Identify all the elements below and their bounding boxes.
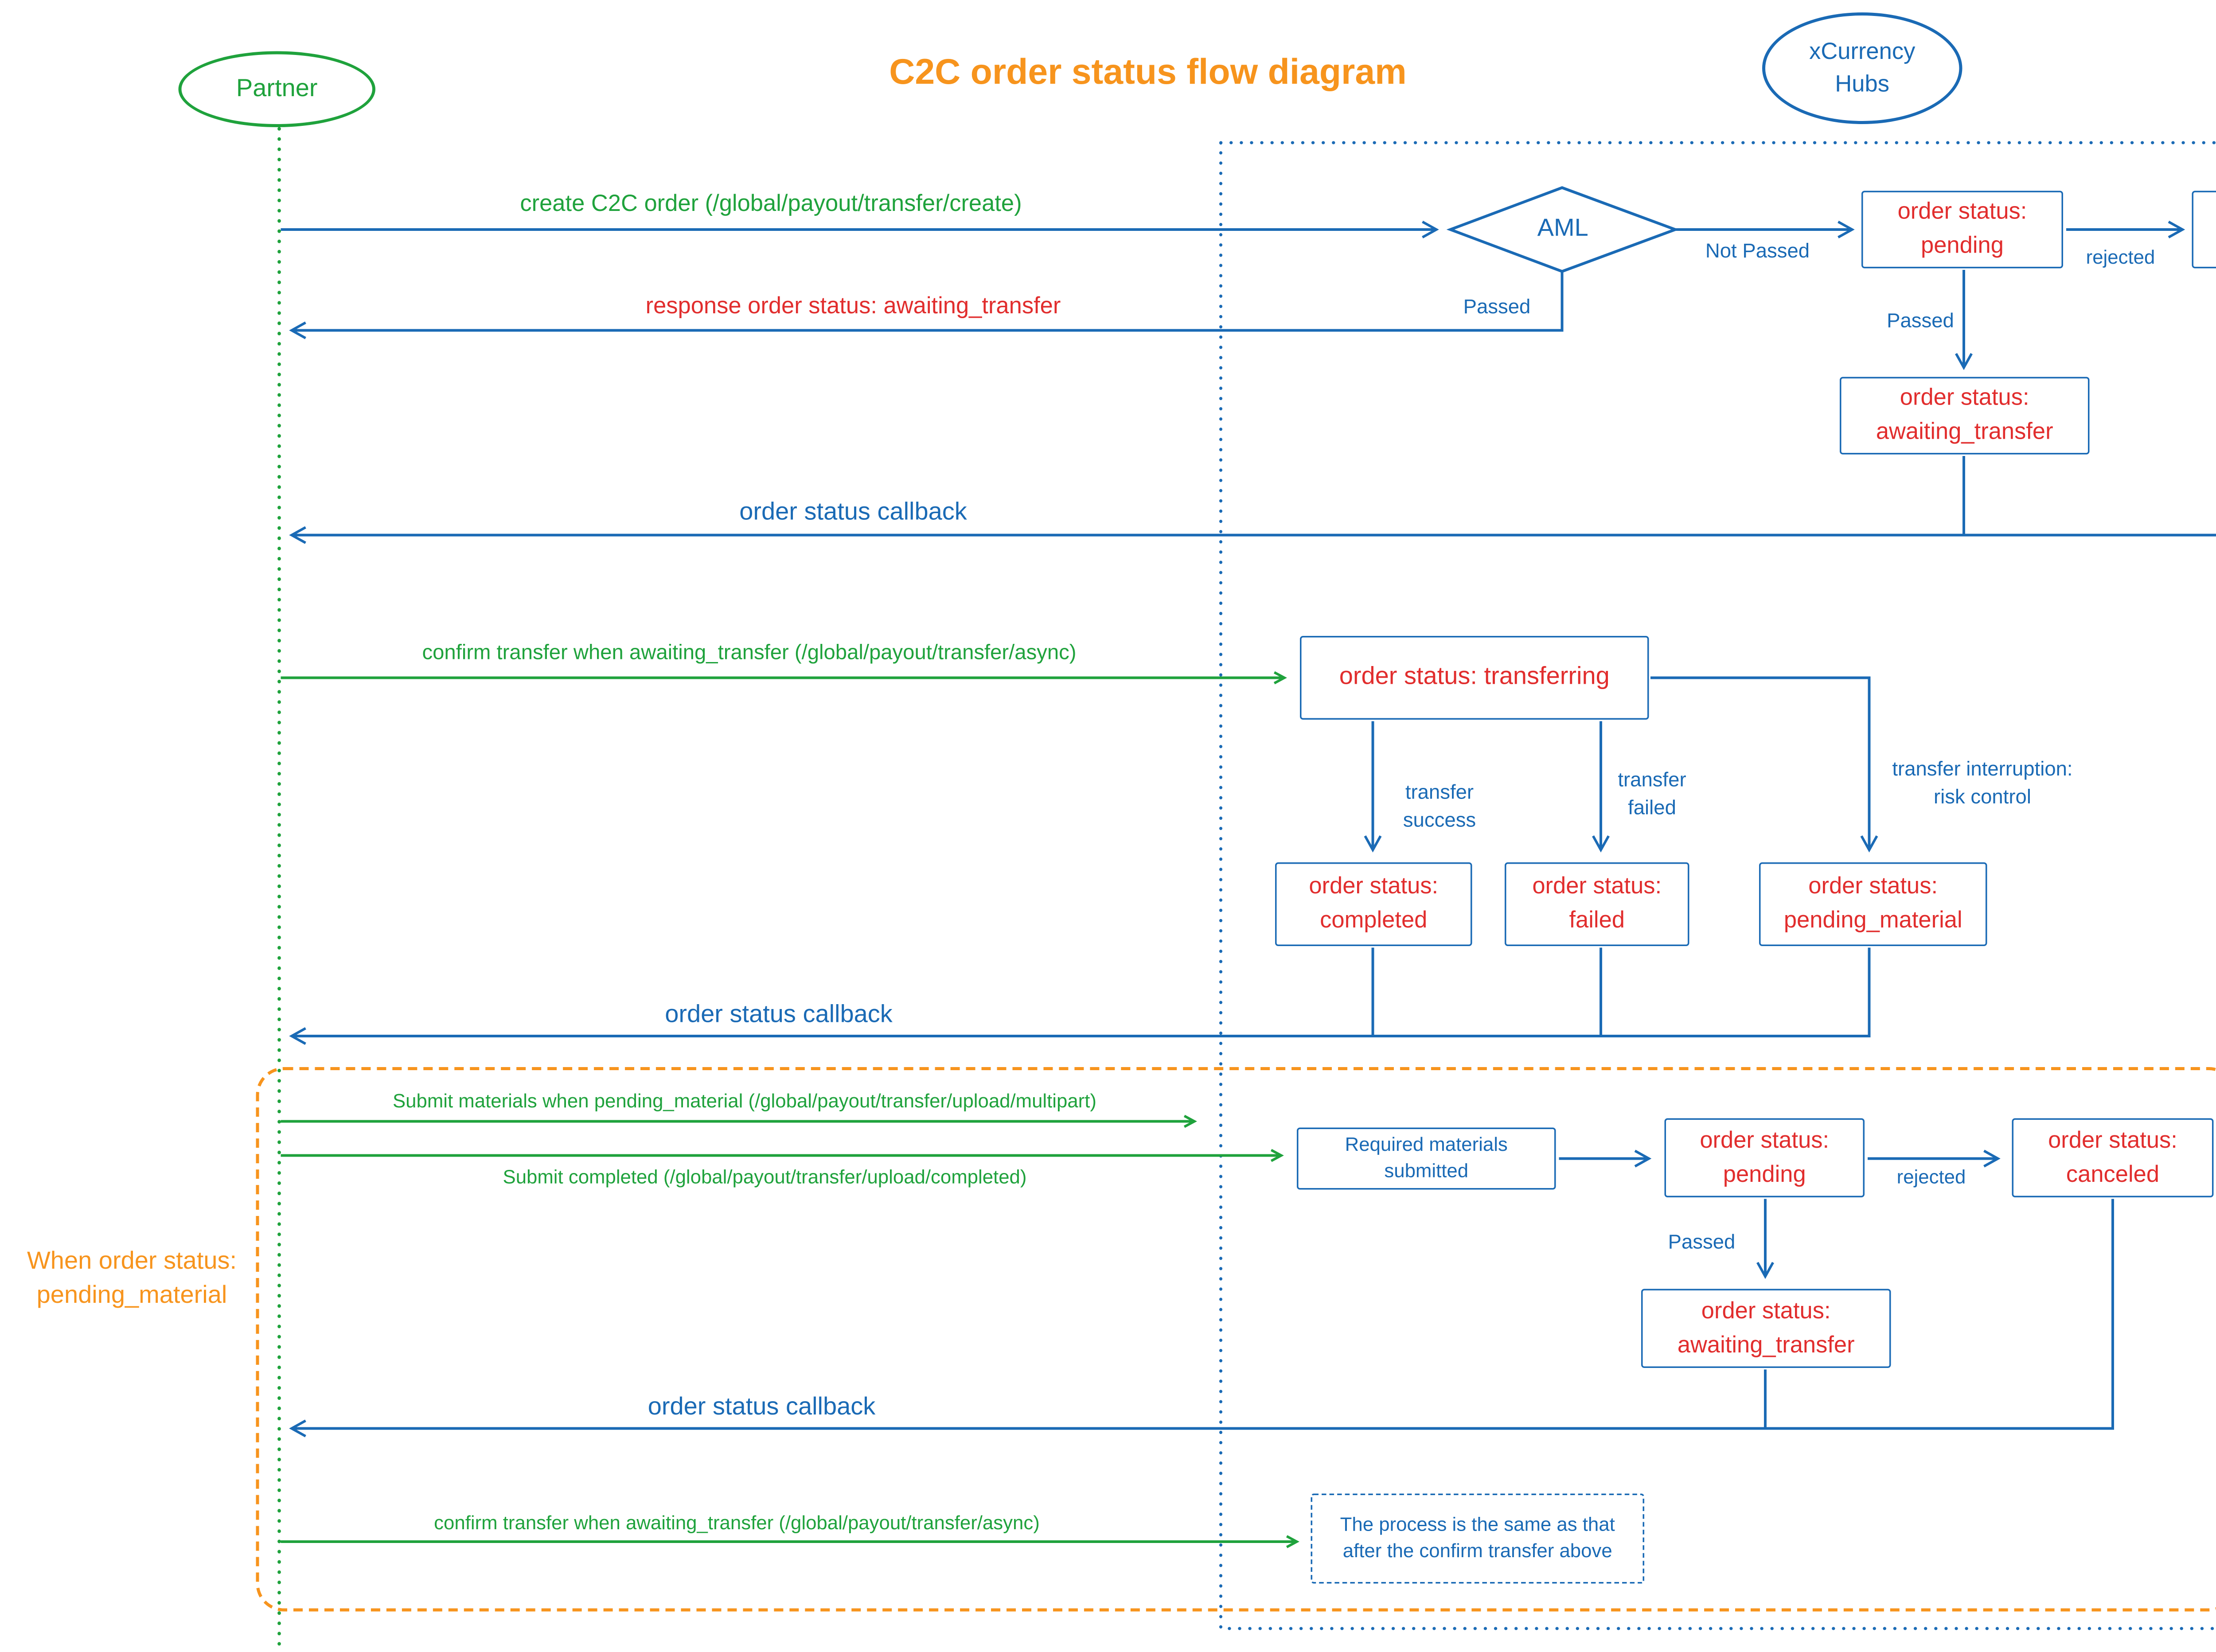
actor-partner: Partner [178, 51, 375, 127]
label-confirm-transfer-1: confirm transfer when awaiting_transfer … [422, 640, 1077, 664]
label-passed-aml: Passed [1463, 295, 1531, 318]
page-title: C2C order status flow diagram [889, 51, 1407, 92]
label-order-status-callback-1: order status callback [739, 499, 967, 526]
arrow-callback-3 [289, 1199, 2114, 1438]
arrow-transfer-interruption [1650, 676, 1878, 853]
node-order-status-awaiting-transfer-2: order status: awaiting_transfer [1641, 1289, 1891, 1368]
node-order-status-awaiting-transfer-1: order status: awaiting_transfer [1840, 377, 2090, 455]
label-not-passed: Not Passed [1705, 239, 1810, 262]
node-order-status-pending-2: order status: pending [1664, 1118, 1865, 1197]
label-transfer-failed: transfer failed [1618, 768, 1686, 818]
node-order-status-transferring: order status: transferring [1300, 636, 1649, 720]
node-order-status-pending-material: order status: pending_material [1759, 862, 1987, 946]
label-rejected-2: rejected [1896, 1166, 1966, 1188]
node-order-status-canceled-1: order status: canceled [2192, 191, 2216, 269]
node-required-materials-submitted: Required materials submitted [1297, 1127, 1556, 1190]
actor-xcurrency-hubs: xCurrency Hubs [1762, 12, 1962, 124]
label-submit-completed: Submit completed (/global/payout/transfe… [503, 1166, 1027, 1188]
label-order-status-callback-2: order status callback [665, 1002, 893, 1029]
node-order-status-failed: order status: failed [1505, 862, 1689, 946]
arrow-response-awaiting-transfer [289, 271, 1564, 339]
label-order-status-callback-3: order status callback [648, 1394, 876, 1421]
node-note-same-process: The process is the same as that after th… [1311, 1493, 1644, 1584]
label-transfer-interruption: transfer interruption: risk control [1892, 757, 2073, 807]
aml-label: AML [1537, 215, 1588, 242]
label-region-when-pending-material: When order status: pending_material [27, 1248, 237, 1309]
label-rejected-1: rejected [2086, 246, 2155, 269]
label-transfer-success: transfer success [1403, 780, 1476, 831]
label-submit-materials: Submit materials when pending_material (… [392, 1090, 1097, 1112]
label-response-awaiting-transfer: response order status: awaiting_transfer [645, 293, 1061, 320]
label-passed-pending-1: Passed [1887, 308, 1954, 332]
label-create-order-request: create C2C order (/global/payout/transfe… [520, 191, 1022, 218]
arrow-callback-2 [289, 947, 1871, 1045]
node-order-status-canceled-2: order status: canceled [2012, 1118, 2214, 1197]
pending-material-region [256, 1067, 2216, 1612]
label-passed-pending-2: Passed [1668, 1230, 1736, 1254]
label-confirm-transfer-2: confirm transfer when awaiting_transfer … [434, 1512, 1040, 1534]
node-order-status-completed: order status: completed [1275, 862, 1472, 946]
node-order-status-pending-1: order status: pending [1861, 191, 2063, 269]
arrow-callback-1 [289, 526, 2216, 544]
